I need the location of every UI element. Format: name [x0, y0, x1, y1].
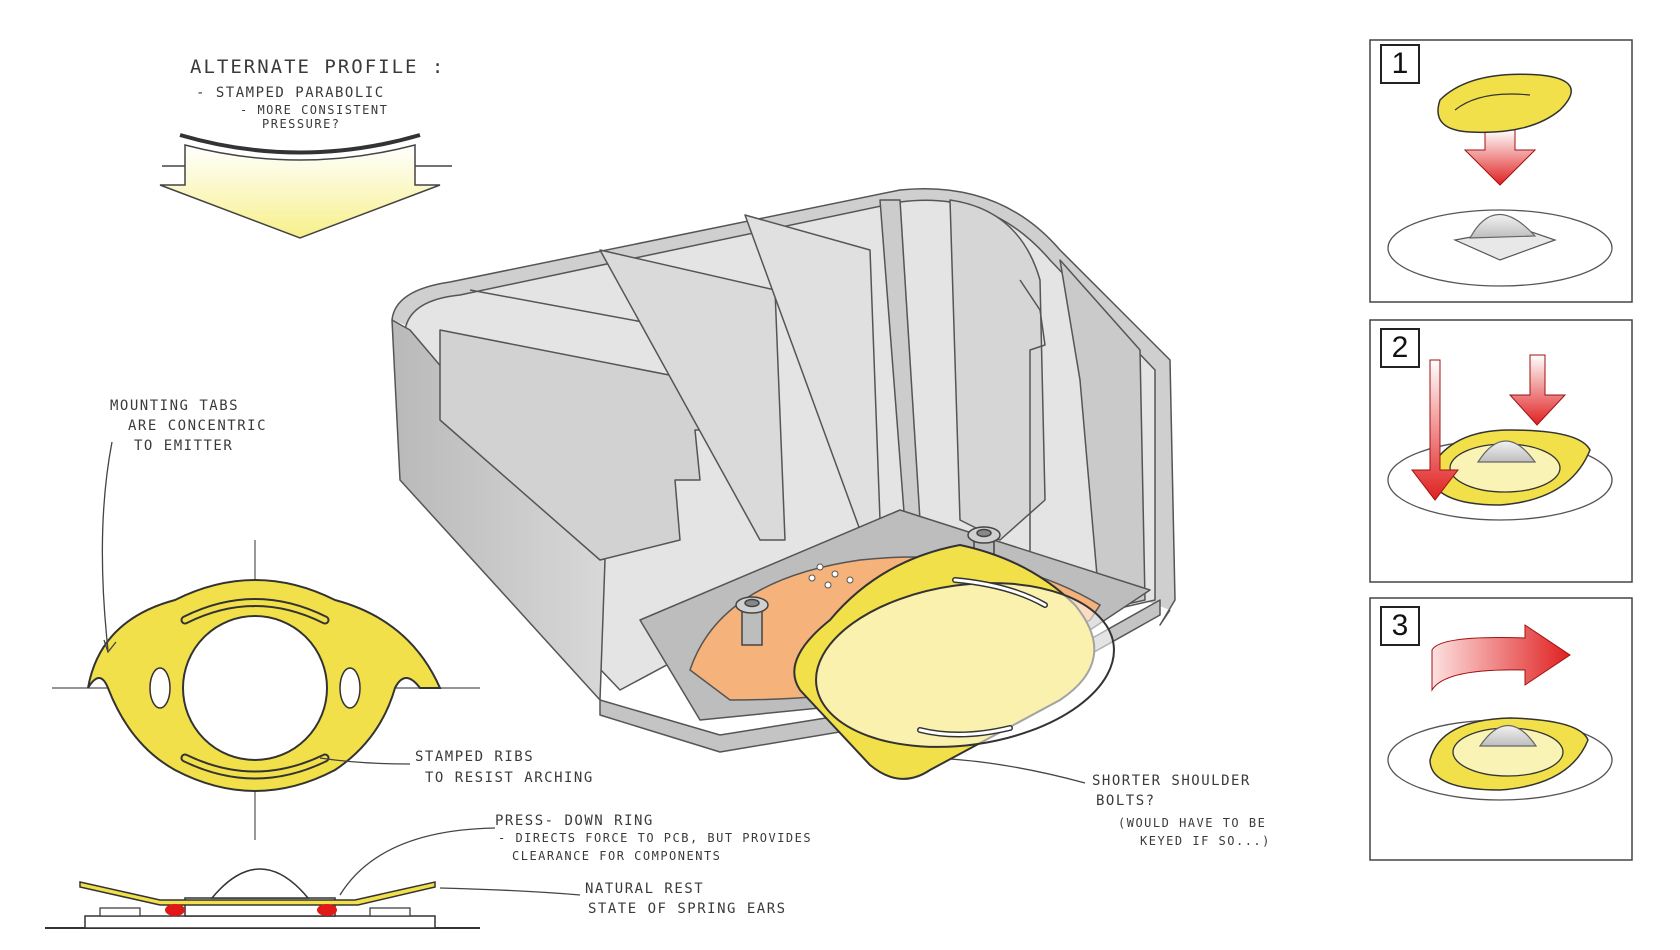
shoulder-bolts-line4: keyed if so...) [1140, 834, 1271, 848]
ring-side-view [45, 868, 480, 929]
natural-rest-line2: state of spring ears [588, 901, 787, 917]
press-down-ring [793, 543, 1115, 780]
shoulder-bolts-line1: Shorter shoulder [1092, 773, 1251, 789]
ring-top-view [52, 540, 480, 840]
red-rotate-arrow [1431, 624, 1571, 692]
mounting-tabs-line1: Mounting tabs [110, 398, 240, 414]
step-number-2: 2 [1380, 328, 1420, 368]
natural-rest-line1: Natural Rest [585, 881, 705, 897]
stamped-ribs-line1: Stamped Ribs [415, 749, 535, 765]
shoulder-bolts-line3: (would have to be [1118, 816, 1267, 830]
mounting-tabs-line3: to emitter [134, 438, 234, 454]
red-down-arrow [1410, 359, 1460, 501]
red-down-arrow [1508, 354, 1567, 426]
press-down-line1: Press- Down Ring [495, 813, 654, 829]
shoulder-bolts-line2: bolts? [1096, 793, 1156, 809]
alt-profile-line3: pressure? [262, 117, 341, 131]
step-number-3: 3 [1380, 606, 1420, 646]
alt-profile-line1: - Stamped Parabolic [196, 85, 385, 101]
yellow-down-arrow [159, 144, 441, 239]
press-down-line3: clearance for components [512, 849, 722, 863]
step-number-1: 1 [1380, 44, 1420, 84]
mounting-tabs-line2: are concentric [128, 418, 268, 434]
alternate-profile-sketch [159, 133, 452, 239]
red-down-arrow [1463, 129, 1537, 186]
alt-profile-title: Alternate Profile : [190, 56, 446, 78]
stamped-ribs-line2: to resist arching [425, 770, 594, 786]
press-down-line2: - Directs force to PCB, but provides [498, 831, 813, 845]
alt-profile-line2: - more consistent [240, 103, 389, 117]
